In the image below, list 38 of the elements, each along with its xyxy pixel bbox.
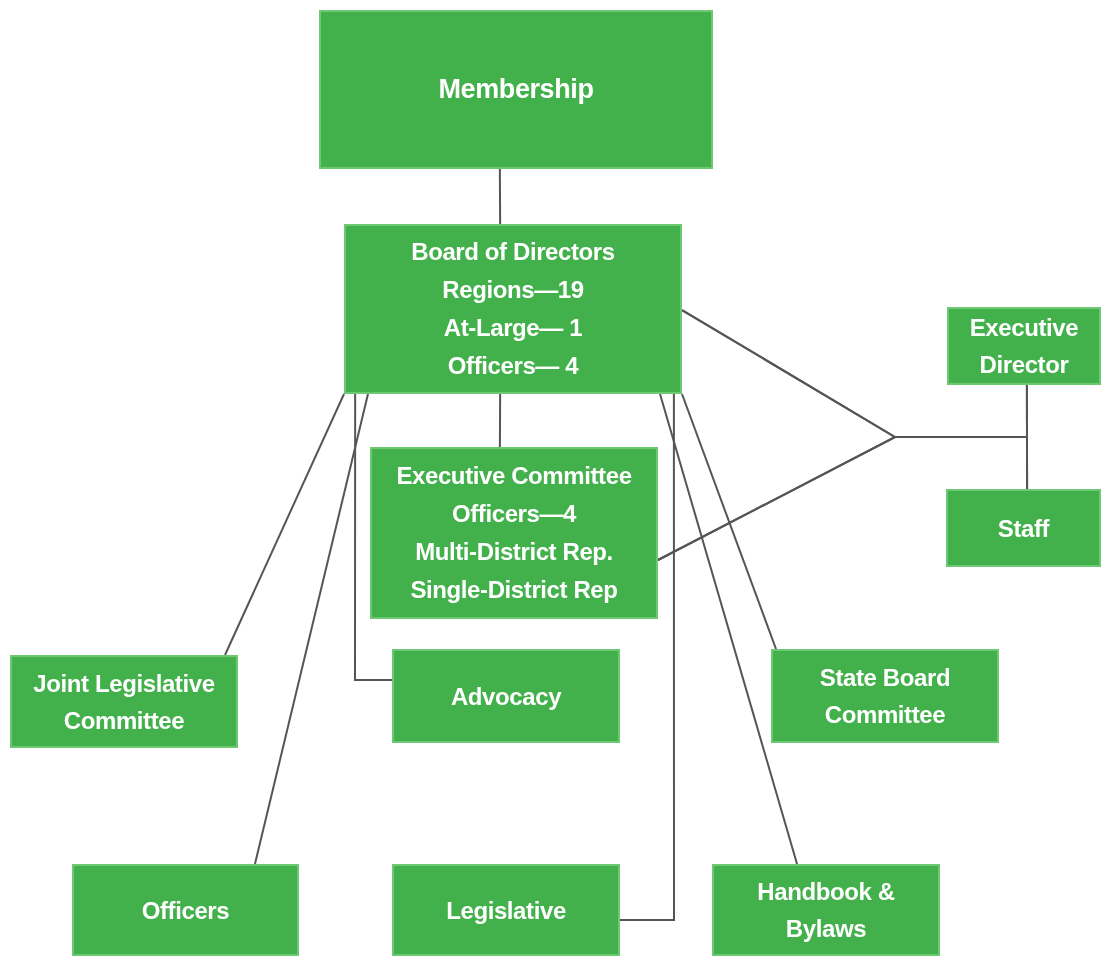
connector-line (253, 393, 369, 865)
box-label: Staff (997, 513, 1050, 544)
box-label: Handbook & Bylaws (756, 877, 896, 944)
connector-line (224, 393, 345, 656)
box-detail: Officers—4 (451, 499, 577, 529)
box-detail: Single-District Rep (410, 575, 618, 605)
box-detail: Officers— 4 (447, 351, 579, 381)
box-label: Advocacy (450, 681, 562, 712)
connector-line (498, 168, 502, 225)
connector-line (498, 393, 502, 448)
org-box (72, 864, 299, 956)
box-label: Executive Director (968, 313, 1080, 380)
connector-line (659, 393, 799, 865)
box-detail: Multi-District Rep. (415, 537, 613, 567)
connector-line (354, 393, 393, 681)
box-detail: Regions—19 (442, 275, 584, 305)
box-heading: Executive Committee (396, 461, 632, 491)
org-box (712, 864, 940, 956)
box-label: Officers (141, 895, 230, 926)
org-box (344, 224, 682, 394)
org-box (319, 10, 713, 169)
connector-line (681, 393, 777, 650)
org-box (392, 864, 620, 956)
box-label: Membership (438, 73, 594, 106)
connector-line (657, 436, 1029, 561)
org-box (370, 447, 658, 619)
org-box (392, 649, 620, 743)
connector-line (619, 393, 675, 922)
org-box (10, 655, 238, 748)
org-box (947, 307, 1101, 385)
org-box (771, 649, 999, 743)
connector-line (1025, 384, 1029, 490)
box-label: Joint Legislative Committee (32, 668, 216, 736)
box-label: State Board Committee (818, 663, 952, 730)
box-label: Legislative (446, 895, 566, 926)
box-heading: Board of Directors (411, 237, 615, 267)
box-detail: At-Large— 1 (443, 313, 583, 343)
org-box (946, 489, 1101, 567)
